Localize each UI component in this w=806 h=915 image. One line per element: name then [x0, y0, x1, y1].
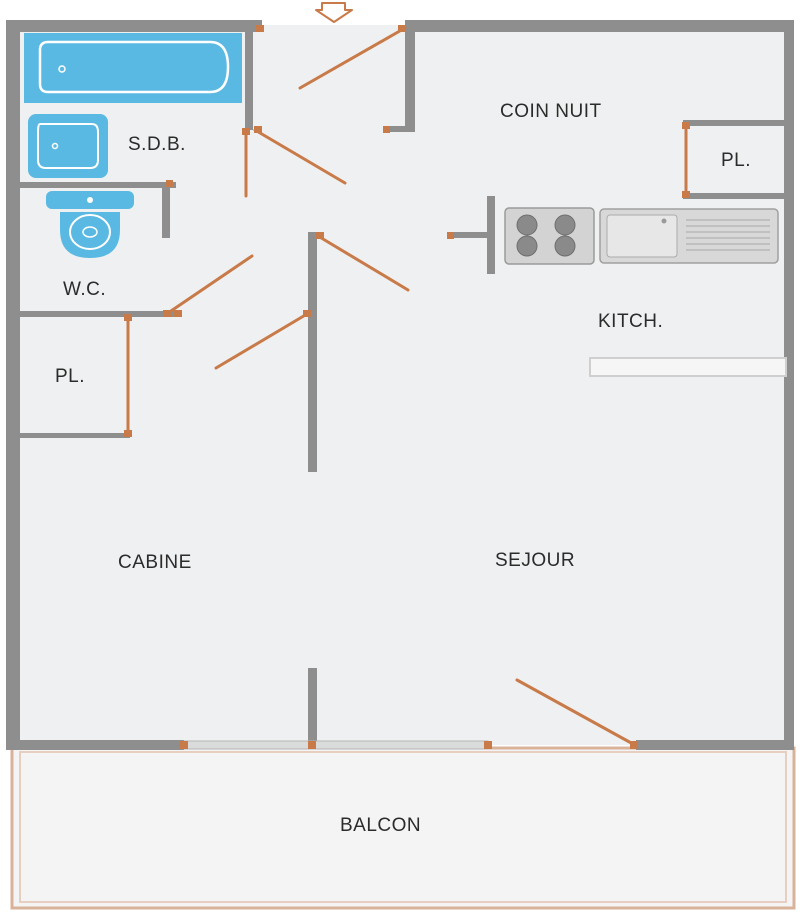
door-balcony — [515, 678, 635, 746]
hinge — [242, 128, 250, 135]
hinge — [174, 310, 182, 317]
wall-bathroom-right — [245, 20, 253, 130]
hinge — [682, 191, 690, 198]
wall-bottom-left — [6, 740, 184, 750]
room-label-sejour: SEJOUR — [495, 550, 576, 571]
hinge — [383, 126, 390, 133]
balcony-floor — [12, 748, 794, 908]
hinge — [180, 741, 188, 749]
wall-left — [6, 20, 20, 748]
wall-coin-nuit-stub — [386, 126, 414, 132]
bathtub-icon — [24, 33, 242, 103]
hinge — [316, 232, 324, 239]
hinge — [166, 180, 173, 187]
hinge — [447, 232, 454, 239]
room-label-kitchen: KITCH. — [598, 311, 664, 332]
room-label-placard-right: PL. — [721, 150, 752, 171]
door-swings — [126, 26, 688, 746]
hinge — [303, 310, 311, 317]
wall-kitchen-stub — [447, 232, 493, 238]
wall-central-bottom — [308, 668, 317, 748]
hinge — [124, 314, 132, 321]
wall-wc-bottom — [6, 311, 178, 317]
hinge — [308, 741, 316, 749]
room-label-sdb: S.D.B. — [128, 134, 186, 155]
wall-top-left — [6, 20, 262, 32]
entrance-arrow-icon — [315, 2, 353, 23]
washbasin-icon — [28, 114, 108, 178]
kitchen-counter — [589, 357, 787, 377]
door-coin-nuit — [316, 234, 410, 292]
hinge — [124, 430, 132, 437]
room-label-balcon: BALCON — [340, 815, 422, 836]
door-entrance — [298, 26, 407, 90]
apartment-floor — [15, 25, 791, 745]
wall-right — [784, 20, 794, 748]
wall-coin-nuit-left — [405, 20, 415, 132]
door-wc — [166, 254, 254, 315]
door-cabine — [214, 312, 309, 370]
room-label-cabine: CABINE — [118, 552, 192, 573]
cooktop-icon — [504, 207, 595, 265]
wall-wc-stub — [162, 182, 170, 238]
wall-placard-left-bottom — [6, 433, 130, 438]
bay-window — [183, 740, 489, 750]
hinge — [254, 126, 262, 133]
toilet-icon — [46, 191, 134, 258]
wall-placard-right-top — [683, 120, 789, 126]
walls — [6, 20, 794, 750]
room-label-placard-left: PL. — [55, 366, 86, 387]
hinge — [682, 122, 690, 129]
hinge — [484, 741, 492, 749]
hinge — [630, 741, 638, 749]
kitchen-sink-icon — [599, 208, 779, 264]
wall-bathroom-bottom — [6, 182, 176, 188]
door-sdb — [253, 128, 347, 185]
room-label-wc: W.C. — [63, 279, 107, 300]
hinge — [398, 25, 406, 32]
room-label-coin-nuit: COIN NUIT — [500, 101, 602, 122]
balcony-railing-inner — [19, 751, 787, 903]
hinge — [163, 310, 171, 317]
wall-placard-right-bottom — [683, 193, 789, 199]
hinge-markers — [124, 25, 690, 749]
wall-top-right — [405, 20, 794, 32]
wall-central — [308, 232, 317, 472]
wall-bottom-right — [636, 740, 794, 750]
hinge — [256, 25, 264, 32]
